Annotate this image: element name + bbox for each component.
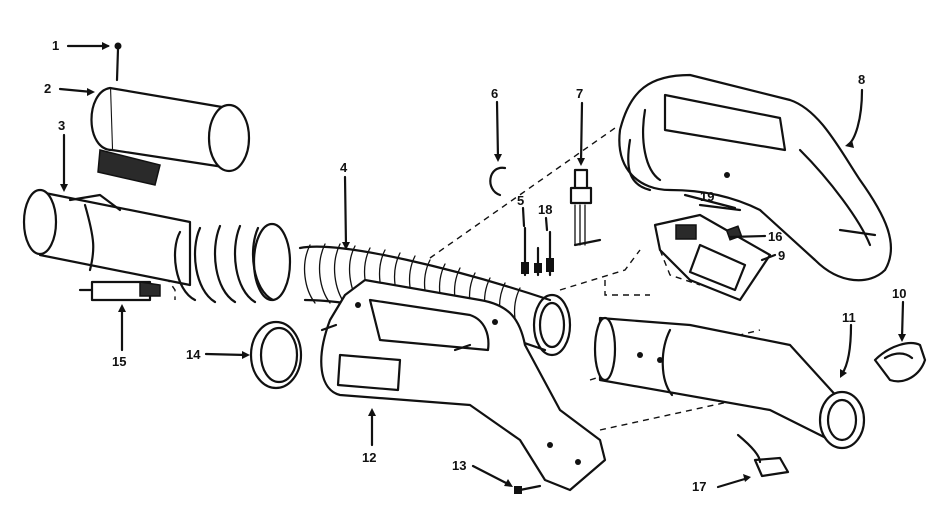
part-15-switch-block [78, 280, 161, 302]
callout-5: 5 [517, 193, 524, 208]
callout-4: 4 [340, 160, 348, 175]
part-2-motor-cover [90, 86, 251, 186]
part-7-connector [569, 168, 602, 247]
callout-1: 1 [52, 38, 59, 53]
part-14-band-ring [249, 320, 303, 390]
part-5-screws [521, 226, 542, 277]
callout-10: 10 [892, 286, 906, 301]
callout-11: 11 [842, 310, 856, 325]
callout-6: 6 [491, 86, 498, 101]
part-10-nozzle-tip [873, 342, 927, 383]
callout-14: 14 [186, 347, 201, 362]
callout-8: 8 [858, 72, 865, 87]
callout-3: 3 [58, 118, 65, 133]
callout-leaders [58, 42, 906, 489]
callout-15: 15 [112, 354, 126, 369]
part-8-handle-housing [618, 73, 893, 282]
part-17-block [736, 433, 790, 478]
part-1-screw [114, 42, 122, 82]
callout-18: 18 [538, 202, 552, 217]
part-6-clip [489, 166, 507, 197]
part-18-screw [546, 230, 554, 277]
callout-labels: 1 2 3 4 5 6 7 8 9 10 11 12 13 14 15 16 1… [44, 38, 906, 494]
part-13-screw [514, 484, 542, 494]
callout-17: 17 [692, 479, 706, 494]
callout-19: 19 [700, 189, 714, 204]
coil-spring [173, 222, 292, 304]
callout-2: 2 [44, 81, 51, 96]
part-11-blower-tube [593, 316, 866, 450]
part-9-switch-plate [653, 193, 772, 302]
callout-13: 13 [452, 458, 466, 473]
callout-12: 12 [362, 450, 376, 465]
part-3-fan-housing [22, 188, 292, 304]
part-12-lower-handle [320, 278, 607, 492]
callout-9: 9 [778, 248, 785, 263]
callout-7: 7 [576, 86, 583, 101]
callout-16: 16 [768, 229, 782, 244]
